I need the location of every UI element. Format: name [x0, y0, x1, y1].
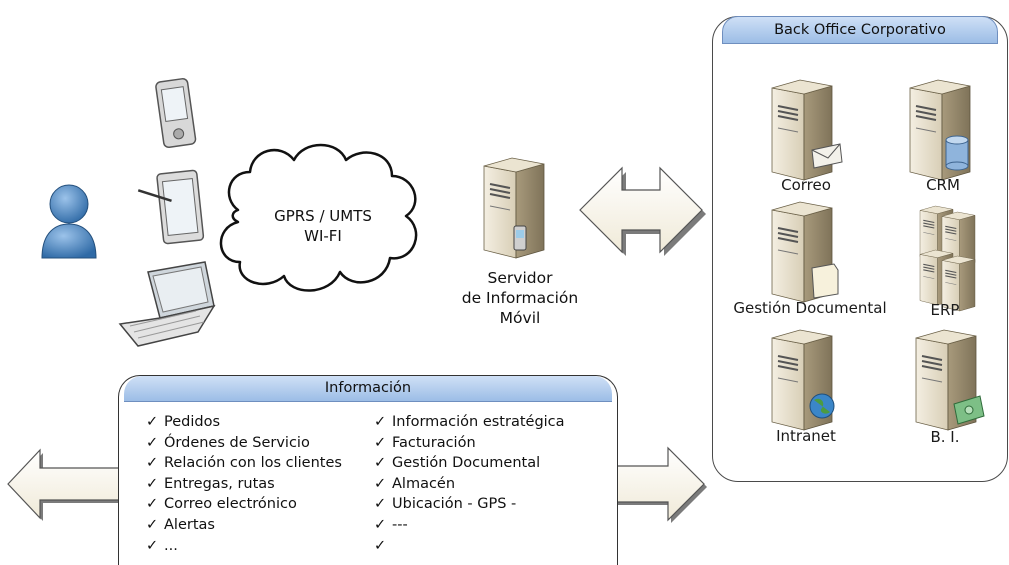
back-office-title: Back Office Corporativo: [722, 16, 998, 44]
list-item: ✓Correo electrónico: [146, 494, 342, 515]
check-icon: ✓: [146, 537, 159, 554]
list-item: ✓Pedidos: [146, 412, 342, 433]
list-item: ✓Órdenes de Servicio: [146, 433, 342, 454]
check-icon: ✓: [146, 496, 159, 513]
list-item: ✓...: [146, 536, 342, 557]
server-icon: [483, 157, 545, 259]
check-icon: ✓: [146, 434, 159, 451]
mail-server-icon: [771, 79, 843, 181]
back-office-item-gestion-documental: Gestión Documental: [733, 299, 887, 317]
list-item: ✓Facturación: [374, 433, 565, 454]
list-item: ✓Información estratégica: [374, 412, 565, 433]
check-icon: ✓: [146, 516, 159, 533]
back-office-item-erp: ERP: [930, 301, 960, 319]
check-icon: ✓: [374, 434, 387, 451]
network-line1: GPRS / UMTS: [274, 207, 372, 225]
list-item: ✓Alertas: [146, 515, 342, 536]
erp-server-icon: [919, 205, 976, 312]
check-icon: ✓: [374, 475, 387, 492]
info-list-right: ✓Información estratégica ✓Facturación ✓G…: [374, 412, 565, 556]
database-icon: [945, 135, 969, 171]
check-icon: ✓: [374, 537, 387, 554]
list-item: ✓Entregas, rutas: [146, 474, 342, 495]
crm-server-icon: [909, 79, 971, 181]
user-icon: [41, 184, 97, 259]
double-arrow-icon: [579, 166, 706, 256]
list-item: ✓: [374, 536, 565, 557]
server-line3: Móvil: [499, 309, 541, 327]
info-panel: [118, 375, 618, 565]
list-item: ✓Gestión Documental: [374, 453, 565, 474]
list-item: ✓---: [374, 515, 565, 536]
check-icon: ✓: [374, 496, 387, 513]
list-item: ✓Ubicación - GPS -: [374, 494, 565, 515]
check-icon: ✓: [146, 414, 159, 430]
server-line2: de Información: [461, 289, 579, 307]
list-item: ✓Almacén: [374, 474, 565, 495]
info-list-left: ✓Pedidos ✓Órdenes de Servicio ✓Relación …: [146, 412, 342, 556]
check-icon: ✓: [374, 516, 387, 533]
document-icon: [811, 263, 839, 299]
network-label: GPRS / UMTS WI-FI: [248, 206, 398, 246]
cloud-icon: [219, 143, 418, 292]
intranet-server-icon: [771, 329, 835, 431]
check-icon: ✓: [374, 414, 387, 430]
globe-icon: [809, 393, 835, 419]
money-icon: [953, 395, 985, 425]
tablet-icon: [137, 169, 205, 245]
document-server-icon: [771, 201, 839, 303]
back-office-item-intranet: Intranet: [776, 427, 836, 445]
list-item: ✓Relación con los clientes: [146, 453, 342, 474]
pda-icon: [155, 78, 197, 149]
check-icon: ✓: [146, 475, 159, 492]
server-label: Servidor de Información Móvil: [458, 268, 582, 328]
server-line1: Servidor: [487, 269, 553, 287]
laptop-icon: [118, 261, 216, 347]
back-office-item-bi: B. I.: [930, 428, 960, 446]
info-title: Información: [124, 376, 612, 402]
bi-server-icon: [915, 329, 985, 431]
network-line2: WI-FI: [304, 227, 342, 245]
check-icon: ✓: [374, 455, 387, 472]
check-icon: ✓: [146, 455, 159, 472]
back-office-item-crm: CRM: [926, 176, 960, 194]
back-office-item-correo: Correo: [781, 176, 831, 194]
